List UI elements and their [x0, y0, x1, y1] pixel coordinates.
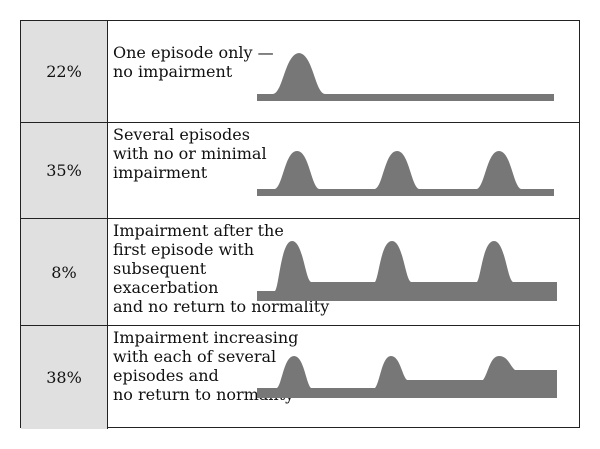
description-text: Impairment after the first episode with …	[113, 221, 330, 316]
curve-shape	[257, 356, 557, 398]
curve-shape	[257, 53, 554, 101]
percentage-cell: 35%	[21, 123, 108, 218]
episode-curve	[257, 241, 557, 301]
percentage-cell: 38%	[21, 326, 108, 429]
description-text: Impairment increasing with each of sever…	[113, 328, 299, 404]
episode-curve	[257, 356, 557, 398]
episode-curve	[257, 53, 554, 101]
pattern-row: 35% Several episodes with no or minimal …	[21, 122, 579, 218]
episode-curve	[257, 151, 554, 196]
curve-shape	[257, 241, 557, 301]
description-text: Several episodes with no or minimal impa…	[113, 125, 267, 182]
description-text: One episode only — no impairment	[113, 43, 274, 81]
pattern-row: 8% Impairment after the first episode wi…	[21, 218, 579, 325]
percentage-cell: 22%	[21, 21, 108, 122]
course-patterns-table: 22% One episode only — no impairment 35%…	[20, 20, 580, 429]
pattern-row: 38% Impairment increasing with each of s…	[21, 325, 579, 429]
percentage-cell: 8%	[21, 219, 108, 325]
curve-shape	[257, 151, 554, 196]
pattern-row: 22% One episode only — no impairment	[21, 21, 579, 122]
